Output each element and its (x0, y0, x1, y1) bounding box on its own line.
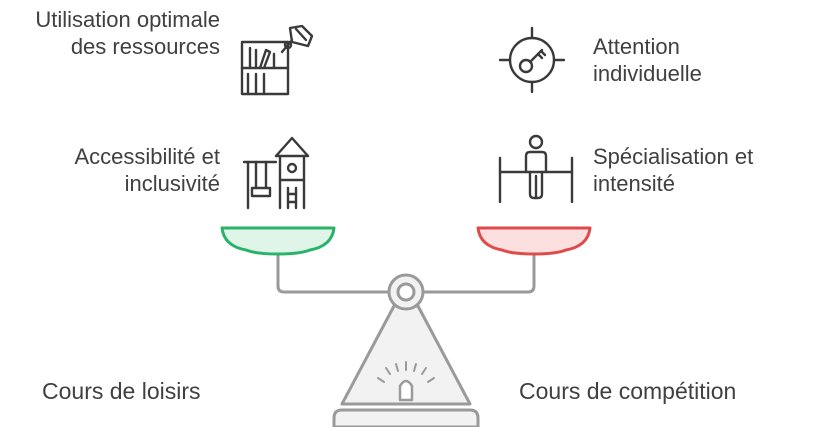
right-bottom-label: Cours de compétition (519, 378, 737, 404)
pan-left (220, 226, 336, 256)
pan-right (476, 226, 592, 256)
left-item-1-label: Utilisation optimale des ressources (35, 7, 220, 59)
gauge-marks (377, 361, 435, 383)
beam-right (424, 254, 536, 294)
beam-left (276, 254, 388, 294)
athlete-bar-icon (496, 132, 576, 212)
gauge-needle (398, 379, 414, 402)
right-item-1-label: Attention individuelle (593, 34, 702, 86)
playground-icon (236, 132, 316, 212)
right-item-2-label: Spécialisation et intensité (593, 144, 754, 196)
scale-base (332, 408, 480, 427)
bookshelf-shuttlecock-icon (236, 22, 316, 102)
target-key-icon (496, 24, 568, 96)
pivot-inner (396, 282, 416, 302)
left-bottom-label: Cours de loisirs (42, 378, 201, 404)
left-item-2-label: Accessibilité et inclusivité (74, 144, 220, 196)
